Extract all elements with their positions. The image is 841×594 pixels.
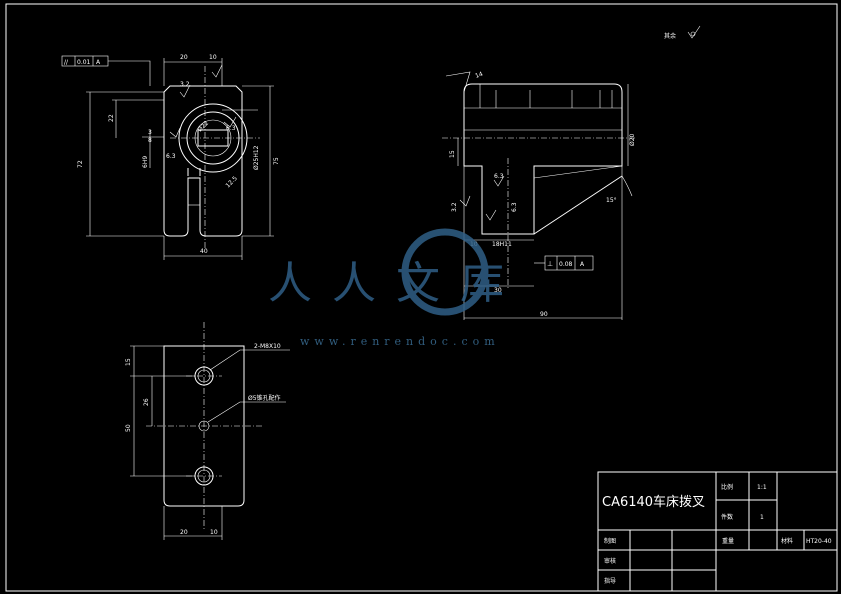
title-block: CA6140车床拨叉 比例 1:1 件数 1 重量 材料 HT20-40 制图 … [597, 471, 838, 592]
svg-text://: // [64, 59, 69, 66]
watermark: 人人文库 www.renrendoc.com [268, 228, 524, 348]
ratio-value: 1:1 [757, 484, 767, 491]
qty-label: 件数 [721, 513, 733, 521]
guide-label: 指导 [604, 577, 616, 585]
dim-22: 22 [108, 114, 115, 122]
hole-note: Ø5锥孔配作 [248, 394, 281, 402]
dim-40: 40 [200, 248, 208, 255]
drawing-frame [5, 3, 838, 592]
side-view: 14 15 Ø20 15° 10 18H11 30 90 3.2 6.3 6.3… [442, 71, 636, 320]
dim-20-top: 20 [180, 54, 188, 61]
dim-20-bottom: 20 [180, 529, 188, 536]
watermark-brand: 人人文库 [268, 258, 524, 309]
perpendicularity-frame: ⊥ 0.08 A [534, 255, 594, 271]
dim-75: 75 [273, 157, 280, 165]
rough-6-3-top: 6.3 [226, 125, 236, 132]
qty-value: 1 [760, 514, 764, 521]
rough-3-2-top: 3.2 [180, 81, 190, 88]
dim-10-bottom: 10 [210, 529, 218, 536]
part-name: CA6140车床拨叉 [602, 494, 705, 510]
drawn-label: 制图 [604, 537, 616, 545]
rough-6-3-left: 6.3 [166, 153, 176, 160]
weight-label: 重量 [722, 537, 734, 545]
dim-8: 8 [148, 137, 152, 144]
top-view: 72 75 40 20 10 22 6H9 3 8 Ø25H12 Ø22 3.2 [61, 54, 280, 260]
roughness-symbol [687, 25, 701, 39]
watermark-url: www.renrendoc.com [300, 335, 500, 348]
dim-72: 72 [77, 160, 84, 168]
rough-3-2-side: 3.2 [451, 202, 458, 212]
dim-26-bottom: 26 [143, 398, 150, 406]
dim-18h11: 18H11 [492, 241, 512, 248]
angle-15: 15° [606, 197, 617, 204]
dim-15-bottom: 15 [125, 358, 132, 366]
checked-label: 审核 [604, 557, 616, 565]
dim-50-bottom: 50 [125, 424, 132, 432]
rough-6-3-side-b: 6.3 [511, 202, 518, 212]
material-value: HT20-40 [806, 538, 832, 545]
svg-text:⊥: ⊥ [547, 260, 553, 268]
dim-10-top: 10 [209, 54, 217, 61]
dim-14-side: 14 [474, 71, 484, 80]
svg-text:A: A [580, 261, 585, 268]
thread-note: 2-M8X10 [254, 343, 281, 350]
dim-90-side: 90 [540, 311, 548, 318]
ratio-label: 比例 [721, 483, 733, 491]
dim-phi25h12: Ø25H12 [253, 145, 260, 170]
svg-text:A: A [96, 59, 101, 66]
dim-30-side: 30 [494, 287, 502, 294]
dim-phi20-side: Ø20 [629, 133, 636, 146]
roughness-note: 其余 [664, 32, 676, 40]
svg-text:0.08: 0.08 [559, 261, 573, 268]
dim-3: 3 [148, 129, 152, 136]
material-label: 材料 [781, 537, 793, 545]
watermark-logo-ring [401, 228, 489, 316]
rough-12-5-top: 12.5 [224, 175, 239, 190]
bottom-view: 15 26 50 20 10 2-M8X10 Ø5锥孔配作 [125, 322, 290, 540]
dim-phi22: Ø22 [196, 120, 210, 134]
dim-6h9: 6H9 [142, 156, 149, 168]
svg-text:0.01: 0.01 [77, 59, 91, 66]
dim-15-side: 15 [449, 150, 456, 158]
parallel-tolerance-frame: // 0.01 A [61, 55, 151, 86]
rough-6-3-side-a: 6.3 [494, 173, 504, 180]
